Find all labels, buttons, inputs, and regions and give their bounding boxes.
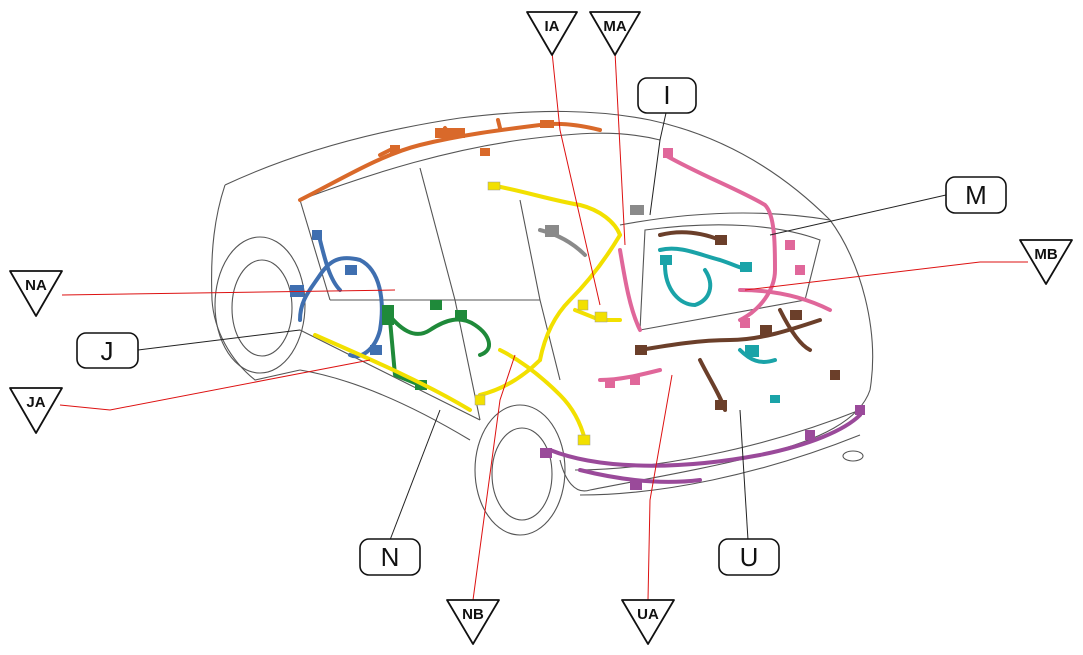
leader-lines — [59, 51, 1028, 601]
label-box-U-text: U — [740, 542, 759, 572]
label-box-N-text: N — [381, 542, 400, 572]
label-triangle-MA-text: MA — [603, 18, 626, 35]
label-triangle-MB-text: MB — [1034, 246, 1057, 263]
label-box-I-text: I — [663, 80, 670, 110]
label-triangle-MB: MB — [1019, 239, 1073, 285]
harness-instrument-green — [382, 300, 491, 390]
harness-rear-pink — [598, 148, 832, 388]
car-body-outline — [211, 110, 874, 536]
harness-front-blue — [290, 230, 384, 359]
label-box-J: J — [76, 332, 139, 369]
label-triangle-NB: NB — [446, 599, 500, 645]
label-triangle-JA-text: JA — [26, 394, 45, 411]
label-triangle-IA-text: IA — [545, 18, 560, 35]
label-triangle-UA: UA — [621, 599, 675, 645]
label-triangle-NB-text: NB — [462, 606, 484, 623]
harness-roof-orange — [298, 118, 602, 202]
label-box-U: U — [718, 538, 780, 576]
harness-rear-brown — [635, 230, 840, 412]
label-box-J-text: J — [101, 336, 114, 366]
label-triangle-MA: MA — [589, 11, 641, 56]
harness-bumper-purple — [540, 405, 865, 490]
label-triangle-UA-text: UA — [637, 606, 659, 623]
label-box-M-text: M — [965, 180, 987, 210]
label-box-M: M — [945, 176, 1007, 214]
label-box-I: I — [637, 77, 697, 114]
harness-floor-yellow — [313, 181, 622, 446]
label-triangle-NA-text: NA — [25, 277, 47, 294]
harness-rear-teal — [658, 246, 780, 403]
label-box-N: N — [359, 538, 421, 576]
harness-misc-gray — [538, 205, 644, 257]
label-triangle-NA: NA — [9, 270, 63, 317]
label-triangle-JA: JA — [9, 387, 63, 434]
label-triangle-IA: IA — [526, 11, 578, 56]
